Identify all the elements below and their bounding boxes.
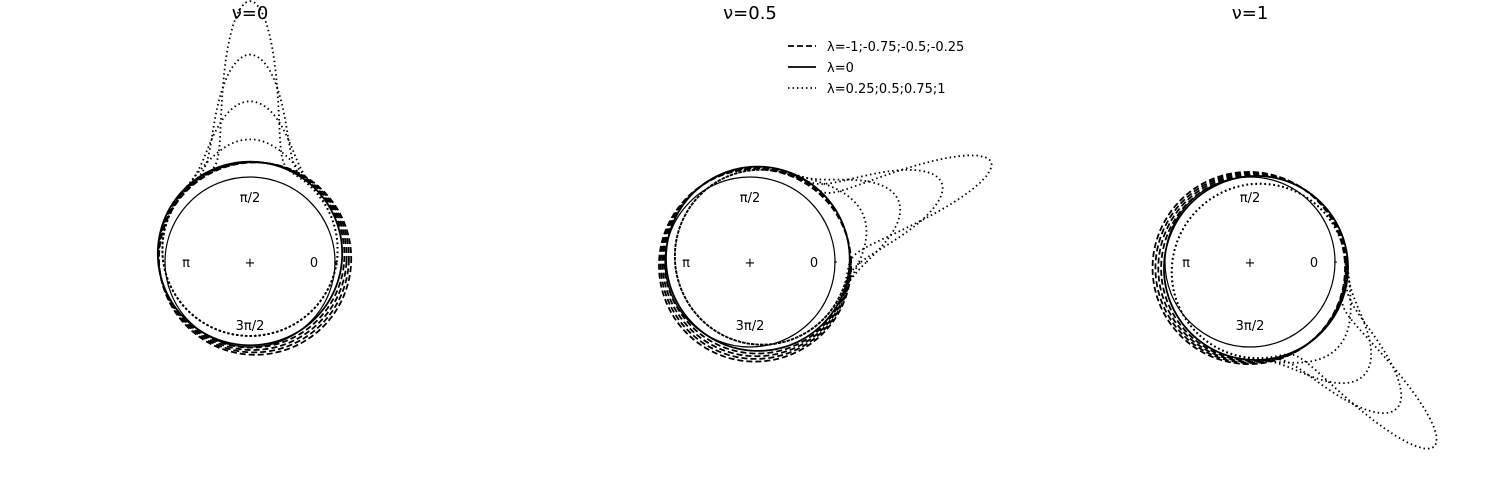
angle-label-zero: 0	[810, 256, 818, 271]
series-curve-dotted	[161, 100, 339, 337]
panels: ν=0 π/2 π 0 3π/2 + ν=0.5 π/2 π 0 3π/2 + ν=1 π/2 π 0 3π/2…	[156, 0, 1438, 450]
center-marker: +	[1245, 256, 1256, 271]
angle-label-pi-half: π/2	[240, 191, 260, 206]
center-marker: +	[745, 256, 756, 271]
angle-label-zero: 0	[1310, 256, 1318, 271]
panel-0: ν=0 π/2 π 0 3π/2 +	[156, 0, 353, 356]
legend-label-positive: λ=0.25;0.5;0.75;1	[827, 82, 946, 97]
angle-label-pi: π	[182, 256, 190, 271]
center-marker: +	[245, 256, 256, 271]
panel-2: ν=1 π/2 π 0 3π/2 +	[1151, 3, 1438, 450]
legend-label-zero: λ=0	[827, 61, 854, 76]
series-curve-dotted	[1170, 182, 1373, 385]
panel-1: ν=0.5 π/2 π 0 3π/2 +	[658, 3, 993, 363]
series-curve-solid	[665, 165, 851, 352]
angle-label-pi-half: π/2	[740, 191, 760, 206]
series-curve-solid	[156, 160, 344, 347]
series-curve-dotted	[673, 154, 993, 346]
angle-label-zero: 0	[310, 256, 318, 271]
series-curve-dotted	[673, 168, 944, 346]
panel-title: ν=1	[1232, 3, 1269, 24]
legend: λ=-1;-0.75;-0.5;-0.25 λ=0 λ=0.25;0.5;0.7…	[788, 40, 964, 97]
angle-label-pi: π	[1182, 256, 1190, 271]
angle-label-three-pi-half: 3π/2	[736, 319, 765, 334]
series-curve-dotted	[1170, 182, 1438, 450]
panel-title: ν=0	[232, 3, 269, 24]
series-curve-dotted	[1170, 182, 1352, 364]
angle-label-three-pi-half: 3π/2	[1236, 319, 1265, 334]
series-curve-dotted	[673, 168, 868, 346]
series-curve-dotted	[1170, 182, 1403, 415]
angle-label-pi: π	[682, 256, 690, 271]
series-curve-dotted	[161, 138, 339, 337]
panel-title: ν=0.5	[723, 3, 777, 24]
series-curve-dotted	[161, 0, 339, 337]
series-curve-dotted	[673, 168, 902, 346]
angle-label-three-pi-half: 3π/2	[236, 319, 265, 334]
series-curve-solid	[1163, 175, 1349, 361]
series-curve-dashed	[1151, 171, 1346, 365]
legend-label-negative: λ=-1;-0.75;-0.5;-0.25	[827, 40, 964, 55]
angle-label-pi-half: π/2	[1240, 191, 1260, 206]
